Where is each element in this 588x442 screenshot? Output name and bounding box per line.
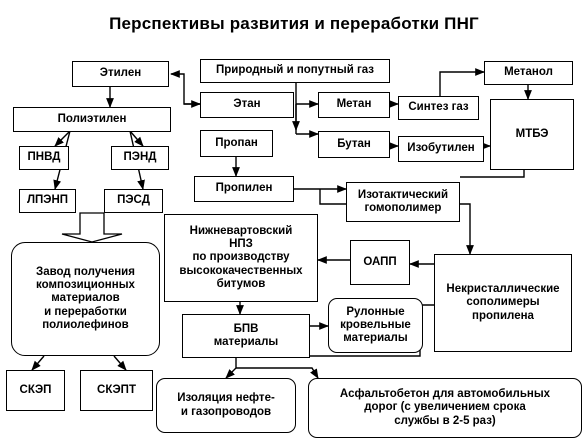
node-associated-gas: Природный и попутный газ — [200, 59, 390, 83]
node-isobutylene: Изобутилен — [398, 136, 484, 162]
connector-pe-pend — [129, 130, 144, 147]
node-ethylene: Этилен — [72, 61, 169, 87]
connector-mtbe-line — [460, 170, 525, 178]
connector-bpv-insulation — [225, 358, 237, 379]
connector-to-ethylene — [170, 70, 185, 82]
connector-pe-pnvd — [54, 130, 71, 147]
node-pnvd: ПНВД — [19, 146, 69, 170]
node-noncrystalline: Некристаллические сополимеры пропилена — [434, 254, 572, 352]
node-skep: СКЭП — [6, 370, 65, 411]
connector-bpv-asphalt — [236, 367, 319, 379]
node-roll-roofing: Рулонные кровельные материалы — [328, 298, 423, 353]
connector-pe-plant — [61, 212, 123, 243]
node-methanol: Метанол — [484, 61, 573, 85]
node-oapp: ОАПП — [350, 240, 410, 285]
node-polyethylene: Полиэтилен — [13, 107, 171, 132]
node-propane: Пропан — [200, 130, 273, 157]
node-skept: СКЭПТ — [80, 370, 153, 411]
node-synthesis-gas: Синтез газ — [398, 96, 479, 120]
node-methane: Метан — [318, 92, 390, 118]
node-bpv: БПВ материалы — [182, 314, 310, 358]
node-mtbe: МТБЭ — [490, 99, 574, 170]
node-npz: Нижневартовский НПЗ по производству высо… — [164, 214, 318, 302]
connector-png-ethane — [183, 82, 201, 108]
connector-plant-skept — [113, 355, 127, 371]
node-asphalt: Асфальтобетон для автомобильных дорог (с… — [308, 378, 582, 438]
node-butane: Бутан — [318, 131, 390, 158]
connector-plant-skep — [31, 355, 45, 371]
node-insulation: Изоляция нефте- и газопроводов — [156, 378, 296, 433]
node-composite-plant: Завод получения композиционных материало… — [11, 242, 160, 356]
node-pend: ПЭНД — [111, 146, 169, 170]
diagram-title: Перспективы развития и переработки ПНГ — [109, 14, 479, 33]
node-pesd: ПЭСД — [104, 189, 163, 213]
connector-syngas-methanol — [439, 68, 485, 96]
node-isotactic: Изотактический гомополимер — [346, 182, 460, 222]
node-propylene: Пропилен — [194, 176, 294, 202]
node-ethane: Этан — [200, 92, 294, 118]
node-lpenp: ЛПЭНП — [19, 189, 76, 213]
